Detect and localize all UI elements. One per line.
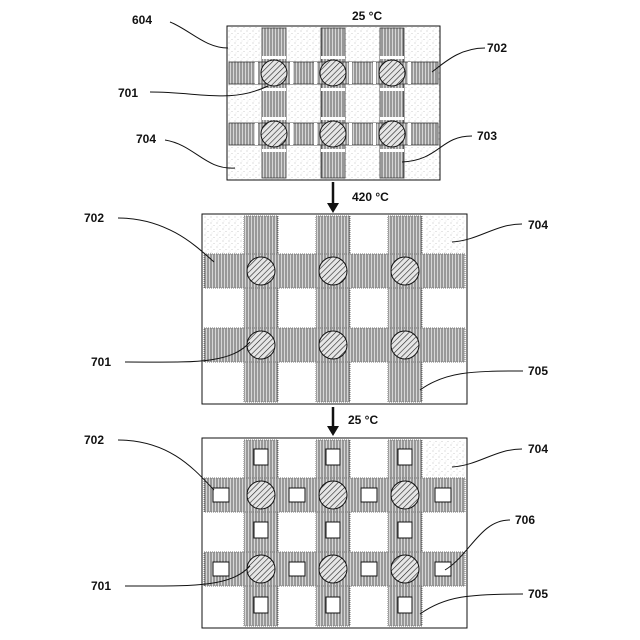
temp-label-1: 25 °C [352,9,382,23]
ref-701-p2: 701 [91,355,111,369]
ref-702-p2: 702 [84,211,104,225]
ref-701-p3: 701 [91,579,111,593]
ref-704-p2: 704 [528,218,548,232]
arrow-1 [327,182,339,213]
ref-704-p1: 704 [136,132,156,146]
ref-704-p3: 704 [528,442,548,456]
panel-3 [118,438,523,628]
ref-706: 706 [515,513,535,527]
ref-705-p2: 705 [528,364,548,378]
temp-label-2: 420 °C [352,190,389,204]
ref-705-p3: 705 [528,587,548,601]
ref-703: 703 [477,129,497,143]
ref-702-p3: 702 [84,433,104,447]
arrow-2 [327,407,339,436]
ref-701-p1: 701 [118,86,138,100]
ref-604: 604 [132,13,152,27]
ref-702-p1: 702 [487,41,507,55]
temp-label-3: 25 °C [348,413,378,427]
panel-2 [118,214,523,404]
panel-1 [150,22,485,180]
